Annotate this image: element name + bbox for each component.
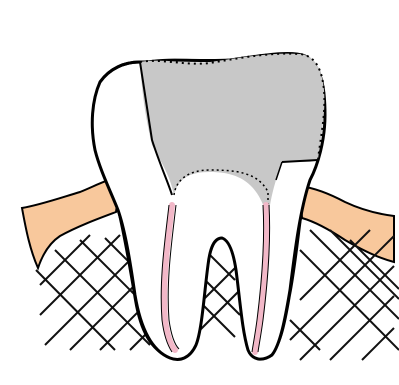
diagram-canvas	[0, 0, 399, 385]
tooth-diagram	[0, 0, 399, 385]
